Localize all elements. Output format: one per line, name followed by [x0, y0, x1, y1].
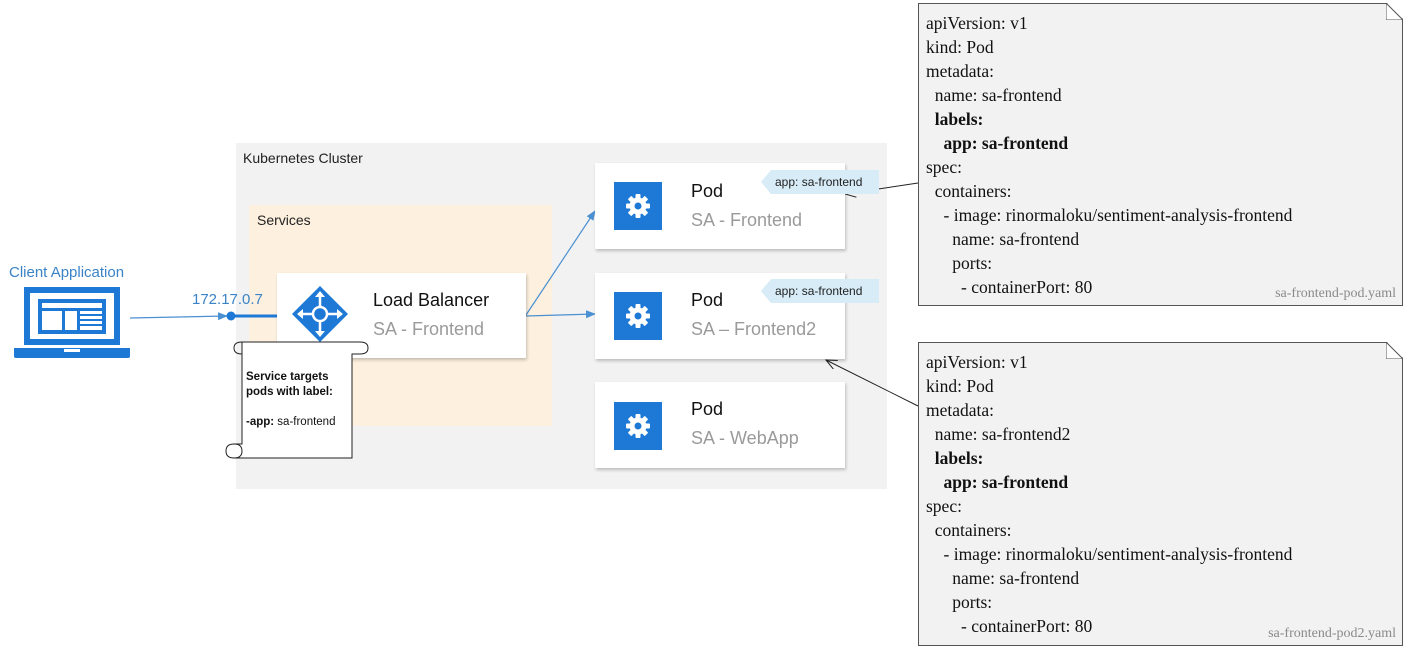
yaml-filename: sa-frontend-pod.yaml: [1275, 286, 1396, 301]
yaml-line: - containerPort: 80: [926, 616, 1093, 636]
yaml-line: metadata:: [926, 61, 995, 81]
pod-icon-tile: [614, 182, 662, 230]
pod-icon-tile: [614, 292, 662, 340]
load-balancer-arrows-icon: [292, 286, 348, 342]
note-line2: pods with label:: [246, 386, 333, 398]
yaml-line: ports:: [926, 592, 993, 612]
pod-title: Pod: [691, 399, 724, 419]
cluster-label: Kubernetes Cluster: [243, 150, 363, 166]
folded-corner: [1386, 342, 1403, 359]
yaml-line: name: sa-frontend: [926, 85, 1062, 105]
yaml-line: metadata:: [926, 400, 995, 420]
pod-title: Pod: [691, 290, 724, 310]
service-endpoint-dot: [226, 311, 236, 321]
load-balancer-title: Load Balancer: [373, 290, 490, 310]
pod-title: Pod: [691, 181, 724, 201]
pod-subtitle: SA - Frontend: [691, 210, 803, 230]
note-label-key: -app:: [246, 416, 275, 428]
pod-label-tag: app: sa-frontend: [761, 170, 879, 194]
yaml-line: kind: Pod: [926, 376, 994, 396]
load-balancer-subtitle: SA - Frontend: [373, 319, 485, 339]
laptop-icon: [14, 287, 130, 358]
load-balancer-card[interactable]: Load Balancer SA - Frontend: [277, 273, 526, 358]
note-label-value: sa-frontend: [274, 416, 336, 428]
yaml-line: - containerPort: 80: [926, 277, 1093, 297]
pod-icon-tile: [614, 402, 662, 450]
service-ip-label: 172.17.0.7: [192, 291, 263, 308]
yaml-line: containers:: [926, 520, 1012, 540]
yaml-line: spec:: [926, 157, 962, 177]
pod-subtitle: SA – Frontend2: [691, 319, 817, 339]
yaml-line: ports:: [926, 253, 993, 273]
yaml-line: - image: rinormaloku/sentiment-analysis-…: [926, 544, 1293, 564]
note-text: Service targets pods with label: -app: s…: [246, 370, 361, 430]
yaml-line: app: sa-frontend: [926, 133, 1069, 153]
folded-corner: [1386, 3, 1403, 20]
yaml-filename: sa-frontend-pod2.yaml: [1268, 626, 1396, 641]
yaml-line: app: sa-frontend: [926, 472, 1069, 492]
gear-icon: [626, 194, 650, 218]
yaml-line: spec:: [926, 496, 962, 516]
yaml-line: - image: rinormaloku/sentiment-analysis-…: [926, 205, 1293, 225]
yaml-line: kind: Pod: [926, 37, 994, 57]
yaml-content: apiVersion: v1 kind: Pod metadata: name: s…: [926, 350, 1292, 638]
yaml-line: labels:: [926, 109, 984, 129]
gear-icon: [626, 414, 650, 438]
note-line1: Service targets: [246, 371, 329, 383]
yaml-line: apiVersion: v1: [926, 13, 1028, 33]
pod-card-frontend2[interactable]: Pod SA – Frontend2: [595, 273, 845, 359]
yaml-line: name: sa-frontend2: [926, 424, 1071, 444]
yaml-line: labels:: [926, 448, 984, 468]
yaml-note-sa-frontend-pod: apiVersion: v1 kind: Pod metadata: name: s…: [918, 3, 1403, 306]
gear-icon: [626, 304, 650, 328]
yaml-line: apiVersion: v1: [926, 352, 1028, 372]
client-to-service-arrow: [129, 312, 228, 321]
yaml-content: apiVersion: v1 kind: Pod metadata: name: s…: [926, 11, 1292, 299]
client-application-label: Client Application: [9, 264, 125, 281]
services-label: Services: [257, 212, 311, 228]
scroll-shape: [225, 341, 369, 459]
yaml-line: containers:: [926, 181, 1012, 201]
pod-label-tag: app: sa-frontend: [761, 279, 879, 303]
yaml-note-sa-frontend-pod2: apiVersion: v1 kind: Pod metadata: name: s…: [918, 342, 1403, 646]
pod-card-webapp[interactable]: Pod SA - WebApp: [595, 382, 845, 468]
yaml-line: name: sa-frontend: [926, 568, 1080, 588]
yaml-line: name: sa-frontend: [926, 229, 1080, 249]
pod-subtitle: SA - WebApp: [691, 428, 799, 448]
service-selector-note: Service targets pods with label: -app: s…: [222, 340, 370, 461]
